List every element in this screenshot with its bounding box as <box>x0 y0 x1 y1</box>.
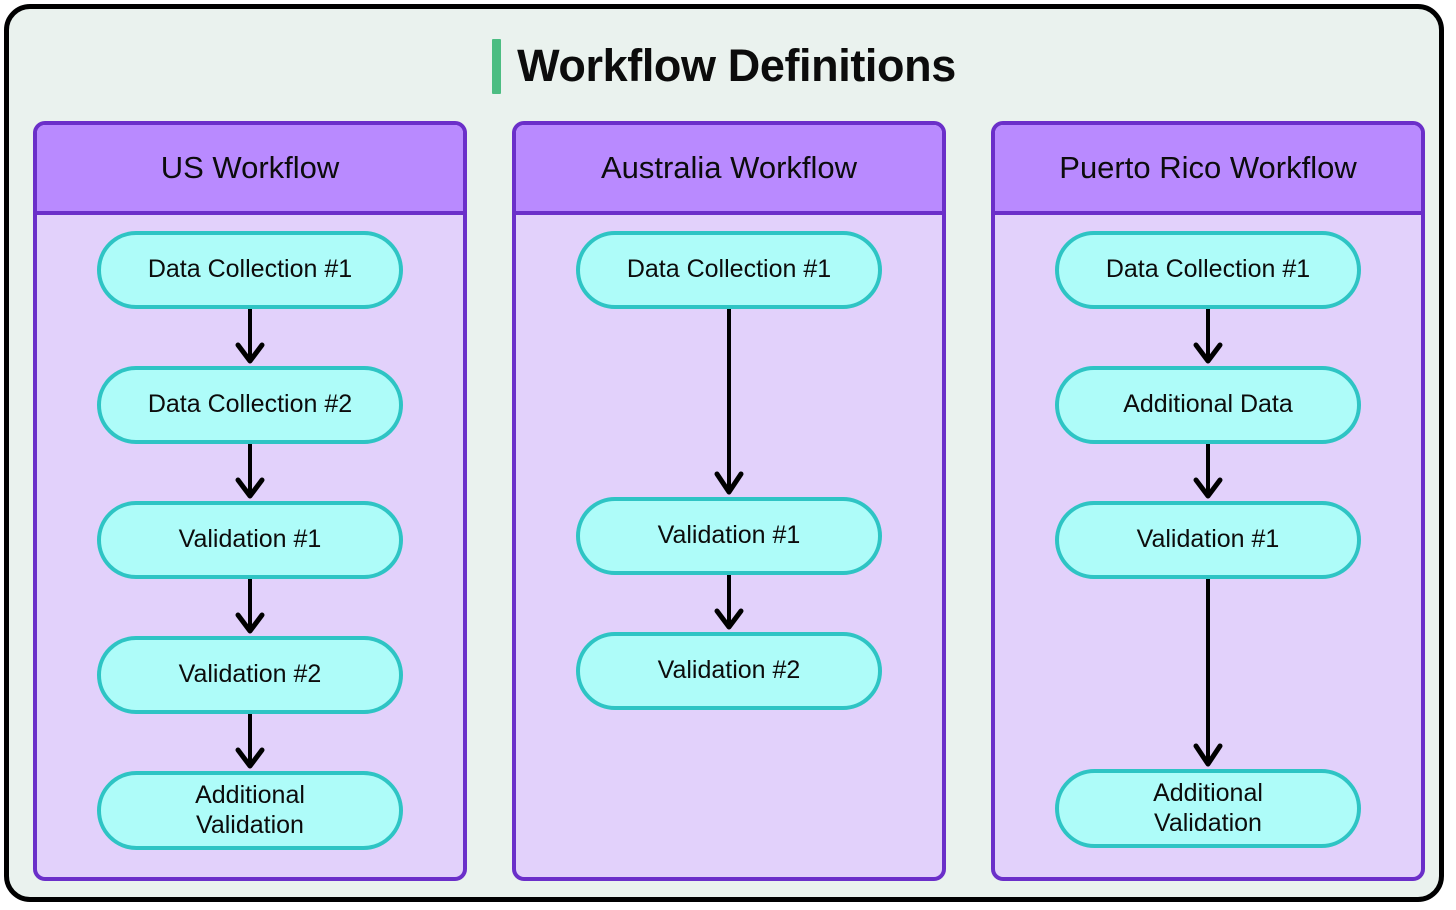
node-label: Validation #2 <box>657 656 801 685</box>
node-label: Data Collection #1 <box>147 255 353 284</box>
arrow-us-2-to-3 <box>230 444 270 501</box>
node-pr-additional-data[interactable]: Additional Data <box>1055 366 1361 444</box>
node-pr-additional-validation[interactable]: Additional Validation <box>1055 769 1361 848</box>
workflow-column-australia[interactable]: Australia Workflow Data Collection #1 Va… <box>512 121 946 881</box>
node-label: Validation #1 <box>178 525 322 554</box>
node-label: Additional Validation <box>195 781 305 839</box>
workflow-title-puerto-rico: Puerto Rico Workflow <box>1059 150 1357 185</box>
workflow-body-australia: Data Collection #1 Validation #1 <box>516 215 942 877</box>
workflow-column-us[interactable]: US Workflow Data Collection #1 Data Coll… <box>33 121 467 881</box>
node-pr-data-collection-1[interactable]: Data Collection #1 <box>1055 231 1361 309</box>
workflow-title-australia: Australia Workflow <box>600 150 858 185</box>
node-label: Data Collection #2 <box>147 390 353 419</box>
node-label: Additional Validation <box>1153 779 1263 837</box>
workflow-header-puerto-rico: Puerto Rico Workflow <box>995 125 1421 215</box>
arrow-pr-1-to-2 <box>1188 309 1228 366</box>
title-accent-bar <box>492 38 502 94</box>
node-us-data-collection-1[interactable]: Data Collection #1 <box>97 231 403 309</box>
arrow-us-3-to-4 <box>230 579 270 636</box>
page-title-text: Workflow Definitions <box>517 40 956 91</box>
diagram-frame: Workflow Definitions US Workflow Data Co… <box>4 4 1444 902</box>
node-label: Additional Data <box>1123 390 1293 419</box>
node-us-validation-2[interactable]: Validation #2 <box>97 636 403 714</box>
workflow-columns: US Workflow Data Collection #1 Data Coll… <box>33 121 1425 881</box>
node-pr-validation-1[interactable]: Validation #1 <box>1055 501 1361 579</box>
workflow-body-us: Data Collection #1 Data Collection #2 <box>37 215 463 877</box>
arrow-au-1-to-2 <box>709 309 749 497</box>
node-us-additional-validation[interactable]: Additional Validation <box>97 771 403 850</box>
workflow-body-puerto-rico: Data Collection #1 Additional Data <box>995 215 1421 877</box>
page-title: Workflow Definitions <box>9 29 1439 103</box>
arrow-pr-2-to-3 <box>1188 444 1228 501</box>
arrow-au-2-to-3 <box>709 575 749 632</box>
workflow-title-us: US Workflow <box>160 150 340 185</box>
arrow-us-4-to-5 <box>230 714 270 771</box>
node-us-data-collection-2[interactable]: Data Collection #2 <box>97 366 403 444</box>
node-label: Data Collection #1 <box>1105 255 1311 284</box>
node-au-data-collection-1[interactable]: Data Collection #1 <box>576 231 882 309</box>
node-label: Validation #1 <box>1136 525 1280 554</box>
workflow-column-puerto-rico[interactable]: Puerto Rico Workflow Data Collection #1 … <box>991 121 1425 881</box>
node-au-validation-1[interactable]: Validation #1 <box>576 497 882 575</box>
node-au-validation-2[interactable]: Validation #2 <box>576 632 882 710</box>
arrow-us-1-to-2 <box>230 309 270 366</box>
arrow-pr-3-to-4 <box>1188 579 1228 769</box>
node-label: Validation #1 <box>657 521 801 550</box>
workflow-header-us: US Workflow <box>37 125 463 215</box>
node-label: Validation #2 <box>178 660 322 689</box>
workflow-header-australia: Australia Workflow <box>516 125 942 215</box>
node-us-validation-1[interactable]: Validation #1 <box>97 501 403 579</box>
node-label: Data Collection #1 <box>626 255 832 284</box>
